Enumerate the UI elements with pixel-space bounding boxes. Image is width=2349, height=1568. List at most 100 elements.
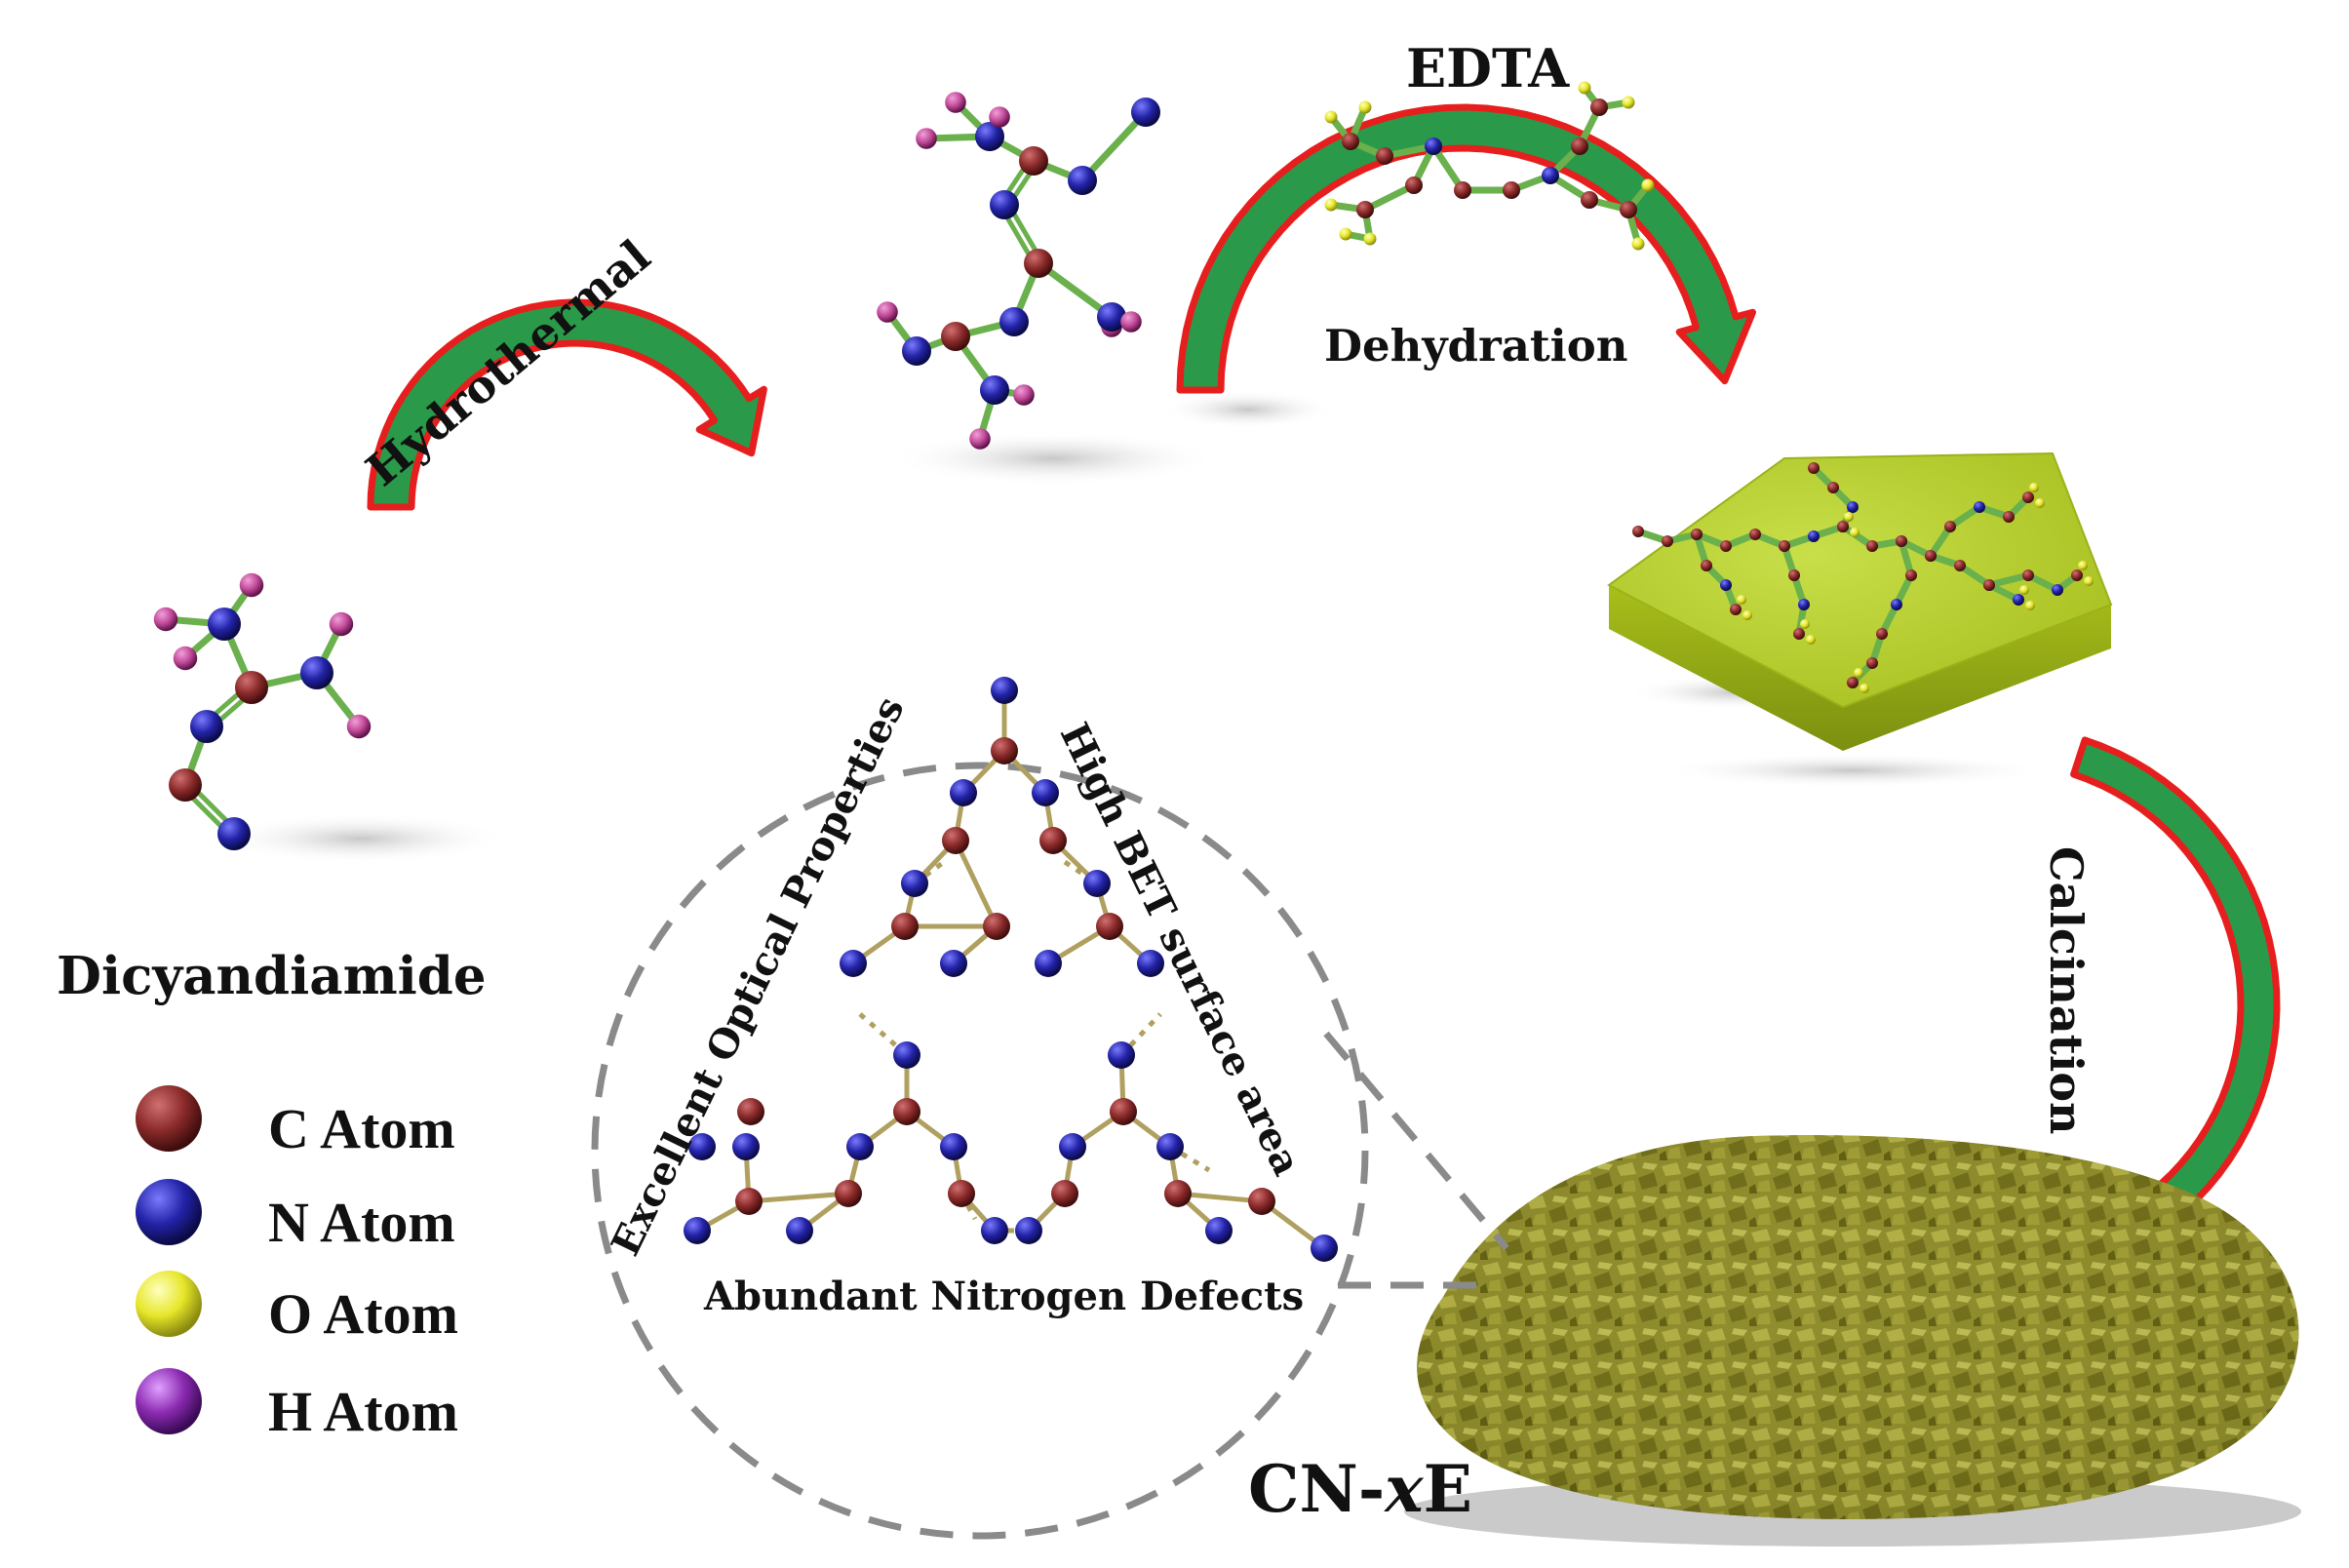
carbon-atom — [1019, 146, 1048, 176]
bond — [1036, 260, 1115, 320]
nitrogen-atom — [1542, 167, 1559, 184]
bond — [1898, 540, 1915, 576]
nitrogen-atom — [840, 950, 867, 977]
carbon-atom — [1024, 249, 1053, 278]
arrow-body — [1176, 103, 1756, 394]
oxygen-atom — [1860, 684, 1869, 693]
carbon-atom — [735, 1188, 763, 1215]
nitrogen-atom — [950, 779, 977, 806]
nitrogen-atom — [1032, 779, 1059, 806]
carbon-atom — [1866, 540, 1878, 552]
carbon-atom — [1749, 529, 1761, 540]
hydrogen-atom — [329, 611, 354, 637]
oxygen-atom — [1742, 610, 1752, 620]
legend-swatch-c — [136, 1085, 202, 1152]
carbon-atom — [169, 768, 202, 802]
oxygen-atom — [1324, 110, 1338, 124]
carbon-atom — [1590, 98, 1608, 116]
nitrogen-atom — [786, 1217, 813, 1244]
bond — [1988, 571, 2029, 589]
edta-chain — [1808, 462, 1859, 532]
legend-swatch-o — [136, 1271, 202, 1337]
bond — [1948, 504, 1981, 529]
oxygen-atom — [2084, 576, 2094, 586]
nitrogen-atom — [732, 1133, 760, 1160]
callout-line — [1323, 1031, 1509, 1251]
edta-chain — [1691, 529, 1742, 615]
oxygen-atom — [1363, 232, 1377, 246]
carbon-atom — [1248, 1188, 1275, 1215]
nitrogen-atom — [902, 336, 931, 366]
carbon-atom — [1866, 657, 1878, 669]
carbon-atom — [1788, 569, 1800, 581]
carbon-atom — [1730, 604, 1742, 615]
nitrogen-atom — [893, 1041, 920, 1069]
carbon-atom — [1376, 147, 1393, 165]
edta-chain — [1983, 569, 2083, 596]
bond — [1363, 181, 1416, 214]
nitrogen-atom — [981, 1217, 1008, 1244]
oxygen-atom — [1850, 528, 1860, 537]
missing-bond — [1119, 1012, 1162, 1057]
nitrogen-atom — [990, 190, 1019, 219]
edta-plate — [1607, 451, 2113, 788]
nitrogen-atom — [1425, 137, 1442, 155]
nitrogen-atom — [688, 1133, 716, 1160]
oxygen-atom — [1806, 635, 1816, 645]
oxygen-atom — [1737, 595, 1746, 605]
carbon-atom — [948, 1180, 975, 1207]
zoom-circle — [591, 762, 1369, 1540]
carbon-atom — [1632, 526, 1644, 537]
hydrogen-atom — [1120, 311, 1142, 333]
oxygen-atom — [2029, 483, 2039, 492]
carbon-atom — [1983, 579, 1995, 591]
dicyandiamide-molecule — [153, 572, 372, 850]
nitrogen-atom — [1156, 1133, 1184, 1160]
nitrogen-atom — [217, 817, 251, 850]
dehydration-arrow — [1176, 103, 1756, 394]
carbon-atom — [1405, 176, 1423, 194]
nitrogen-atom — [980, 375, 1009, 405]
carbon-atom — [2022, 491, 2034, 503]
nitrogen-atom — [991, 677, 1018, 704]
hydrogen-atom — [1013, 384, 1035, 406]
nitrogen-atom — [1311, 1235, 1338, 1262]
carbon-atom — [1581, 191, 1598, 209]
nitrogen-atom — [300, 656, 333, 689]
network-bond — [953, 839, 999, 928]
nitrogen-atom — [1137, 950, 1164, 977]
nitrogen-atom — [1108, 1041, 1135, 1069]
carbon-atom — [1164, 1180, 1192, 1207]
oxygen-atom — [1324, 198, 1338, 212]
edta-chain — [1847, 535, 1917, 688]
nitrogen-atom — [1720, 579, 1732, 591]
carbon-nitride-network — [684, 677, 1338, 1262]
oxygen-atom — [1844, 512, 1854, 522]
molecule-shadow — [1160, 390, 1336, 429]
carbon-atom — [835, 1180, 862, 1207]
carbon-atom — [2071, 569, 2083, 581]
carbon-atom — [1896, 535, 1907, 547]
carbon-atom — [1954, 560, 1966, 571]
bond — [1430, 144, 1466, 192]
zoom-callout — [591, 762, 1509, 1540]
product-flakes — [1417, 1135, 2299, 1519]
molecules — [153, 81, 1655, 850]
oxygen-atom — [1641, 178, 1655, 192]
nitrogen-atom — [1097, 302, 1126, 332]
carbon-atom — [1356, 201, 1374, 218]
carbon-atom — [941, 322, 970, 351]
nitrogen-atom — [1847, 501, 1859, 513]
bond — [1958, 563, 1991, 588]
legend-swatch-n — [136, 1179, 202, 1245]
carbon-atom — [1837, 521, 1849, 532]
edta-chain — [1779, 540, 1810, 640]
carbon-atom — [1096, 913, 1123, 940]
process-arrows — [367, 103, 2281, 1292]
hydrogen-atom — [877, 301, 898, 323]
carbon-atom — [1847, 677, 1859, 688]
oxygen-atom — [1358, 100, 1372, 114]
nitrogen-atom — [1808, 530, 1820, 542]
molecule-shadow — [887, 431, 1219, 486]
network-bonds — [695, 690, 1326, 1250]
